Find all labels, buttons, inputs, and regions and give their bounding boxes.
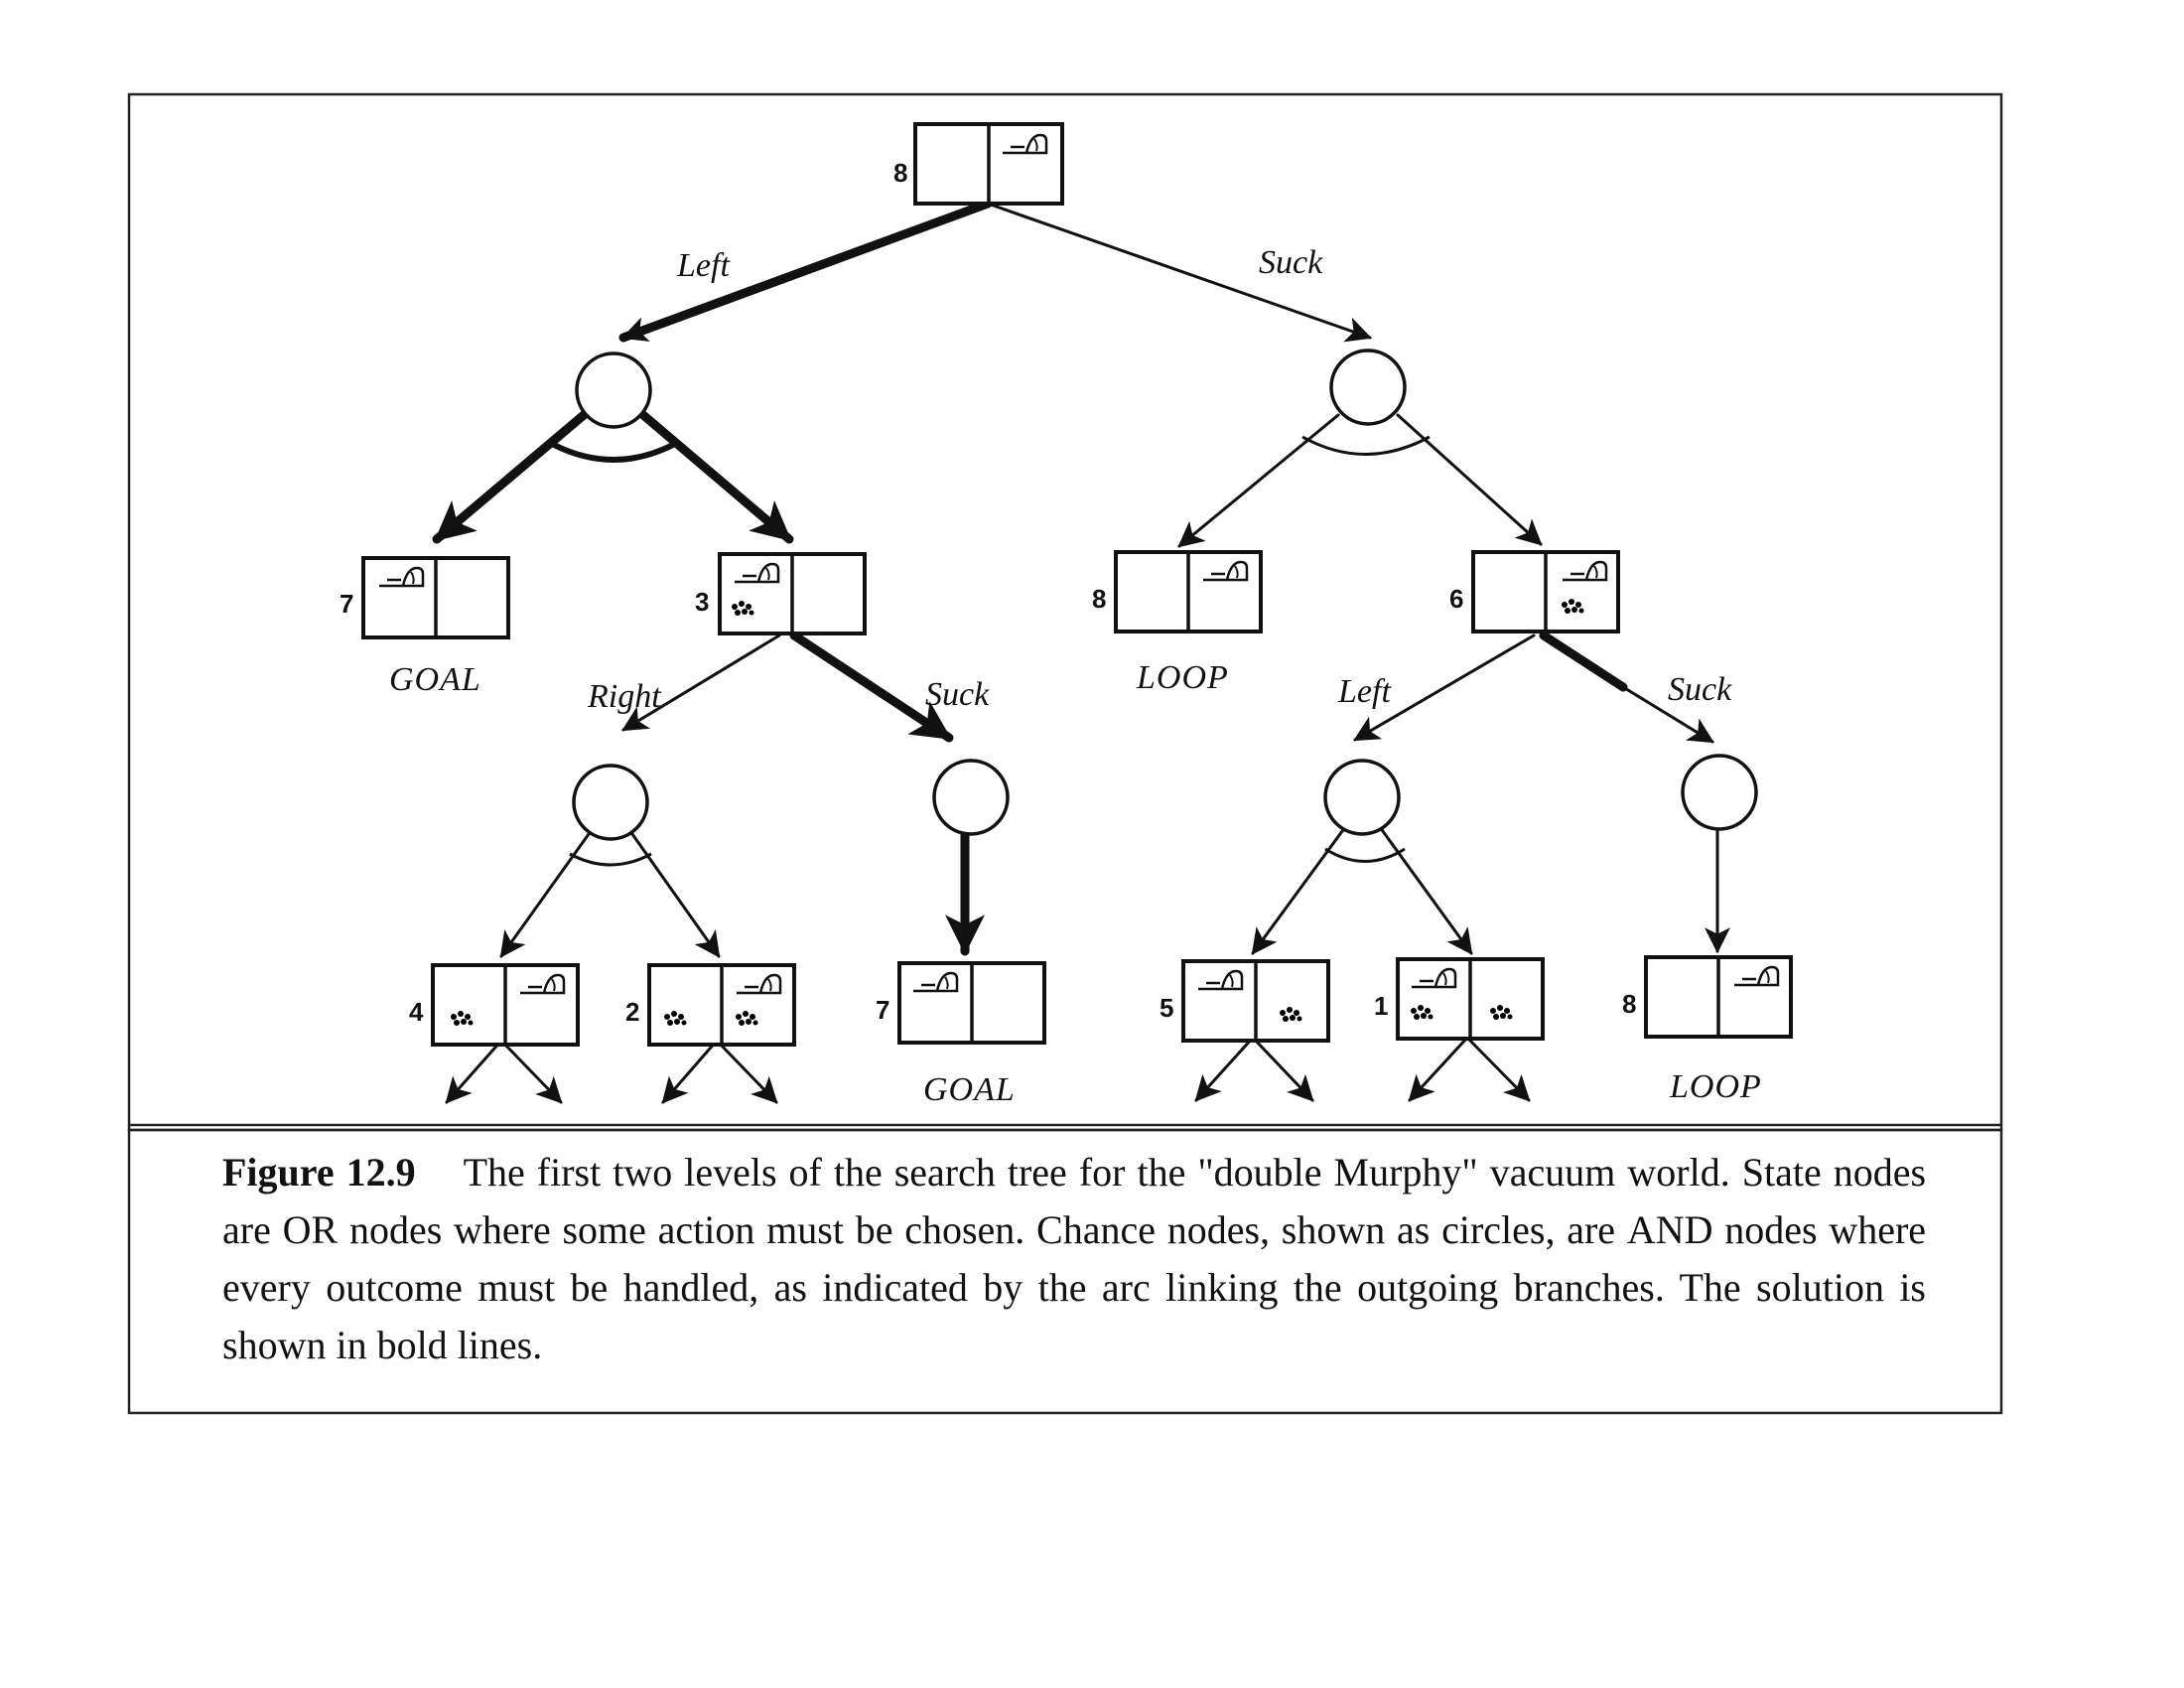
goal-label: GOAL (389, 661, 481, 698)
action-label-left: Left (1337, 673, 1392, 710)
loop-label: LOOP (1136, 659, 1229, 696)
edge-c5-s1 (1378, 825, 1473, 955)
or-term: OR (282, 1207, 339, 1252)
state-number: 5 (1160, 993, 1173, 1023)
state-number: 2 (625, 997, 639, 1027)
action-label-suck: Suck (1259, 244, 1323, 281)
caption-text: nodes where some action must be chosen. … (348, 1207, 1616, 1252)
edge-root-suck (986, 202, 1373, 343)
and-arc-c3 (569, 852, 652, 867)
state-number: 8 (1622, 989, 1636, 1019)
state-2: 2 (625, 963, 796, 1047)
state-5: 5 (1160, 959, 1330, 1043)
edge-root-left (618, 199, 993, 343)
state-loop-8b: 8 LOOP (1622, 955, 1793, 1105)
and-arc-c2 (1301, 435, 1431, 456)
action-label-right: Right (587, 678, 662, 715)
chance-node-suck (1329, 349, 1407, 426)
goal-label: GOAL (923, 1071, 1016, 1108)
continuation-arrows (445, 1036, 1531, 1104)
edge-s3-suck (789, 631, 954, 743)
edge-c2-s6 (1396, 413, 1543, 546)
state-number: 7 (876, 995, 889, 1025)
state-6: 6 (1449, 550, 1620, 633)
edge-c1-s3 (638, 410, 794, 544)
chance-node-left (575, 352, 652, 429)
state-number: 8 (1092, 584, 1106, 614)
state-number: 3 (695, 587, 709, 617)
state-3: 3 (695, 552, 867, 635)
state-root: 8 (893, 122, 1064, 206)
state-1: 1 (1374, 957, 1545, 1041)
edge-c1-goal (432, 410, 589, 544)
state-loop-8: 8 LOOP (1092, 550, 1263, 696)
state-goal-7b: 7 GOAL (876, 961, 1046, 1108)
state-goal-7: 7 GOAL (340, 556, 510, 698)
edge-s3-right (621, 633, 781, 732)
figure-caption: Figure 12.9 The first two levels of the s… (222, 1144, 1926, 1374)
state-number: 6 (1449, 584, 1463, 614)
figure-label: Figure 12.9 (222, 1150, 416, 1195)
loop-label: LOOP (1669, 1068, 1762, 1105)
edge-c3-s2 (625, 825, 721, 958)
action-label-suck: Suck (1668, 671, 1732, 708)
edge-s6-left (1353, 633, 1536, 742)
action-label-suck: Suck (925, 676, 990, 713)
state-number: 4 (409, 997, 424, 1027)
caption-text: nodes where every outcome must be handle… (222, 1207, 1927, 1367)
state-4: 4 (409, 963, 580, 1047)
edge-s6-suck-bold (1539, 631, 1628, 692)
edge-s6-suck (1621, 685, 1714, 744)
and-arc-c1 (552, 442, 675, 463)
edge-c2-loop (1177, 413, 1340, 548)
state-number: 1 (1374, 991, 1388, 1021)
caption-text: State nodes are (222, 1150, 1927, 1252)
caption-line1: The first two levels of the search tree … (463, 1150, 1730, 1195)
chance-node-s6-left (1323, 759, 1401, 836)
and-term: AND (1626, 1207, 1713, 1252)
chance-node-s3-right (572, 764, 649, 841)
chance-node-s3-suck (932, 759, 1010, 836)
caption-frame (127, 1128, 2003, 1415)
and-arc-c5 (1324, 847, 1406, 863)
state-number: 7 (340, 589, 353, 619)
chance-node-s6-suck (1681, 754, 1758, 831)
action-label-left: Left (676, 247, 731, 284)
edge-c5-s5 (1251, 825, 1347, 955)
edge-c3-s4 (499, 825, 596, 958)
state-number: 8 (893, 158, 907, 188)
